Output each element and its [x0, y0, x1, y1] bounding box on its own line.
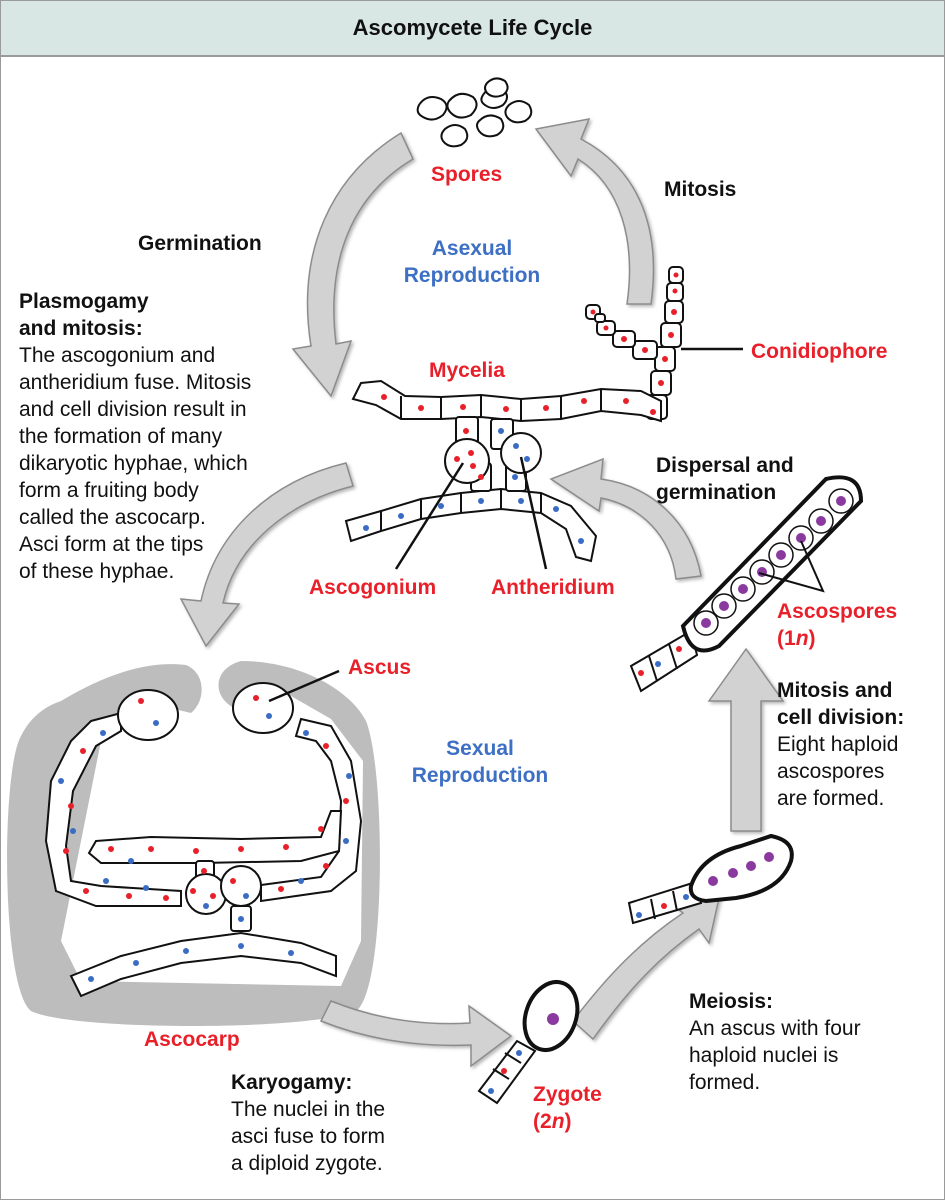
title-bar: Ascomycete Life Cycle — [1, 1, 944, 57]
mycelia-septa — [380, 389, 602, 531]
label-ascocarp: Ascocarp — [144, 1028, 240, 1051]
step-plasmogamy-text-3: the formation of many — [19, 425, 223, 448]
arrow-karyogamy — [319, 1000, 513, 1068]
step-meiosis: Meiosis: An ascus with four haploid nucl… — [689, 990, 861, 1094]
arrow-germination — [291, 131, 414, 398]
label-ascogonium: Ascogonium — [309, 576, 437, 599]
label-antheridium: Antheridium — [491, 576, 615, 599]
step-plasmogamy: Plasmogamy and mitosis: The ascogonium a… — [19, 288, 251, 585]
label-conidiophore: Conidiophore — [751, 340, 888, 363]
label-mycelia: Mycelia — [429, 359, 505, 382]
meiosis-ascus — [627, 833, 794, 925]
step-plasmogamy-text-8: of these hyphae. — [19, 560, 175, 583]
ascospores-pointer — [758, 540, 825, 593]
step-plasmogamy-text-5: form a fruiting body — [19, 479, 199, 502]
step-plasmogamy-text-1: antheridium fuse. Mitosis — [19, 371, 252, 394]
ascospore-nuclei — [701, 496, 846, 628]
step-plasmogamy-text-4: dikaryotic hyphae, which — [19, 452, 248, 475]
arrow-mitosis-division — [707, 647, 785, 832]
step-mitosis-division: Mitosis and cell division: Eight haploid… — [777, 679, 905, 810]
label-spores: Spores — [431, 163, 503, 186]
ascocarp-hyphae — [44, 682, 363, 998]
mycelia-red-nuclei — [381, 394, 656, 480]
mycelia-blue-nuclei — [363, 428, 584, 544]
mycelia — [344, 379, 662, 563]
spores-cluster — [416, 77, 533, 148]
ascus-pointer — [268, 669, 340, 703]
label-ascus: Ascus — [348, 656, 412, 679]
step-plasmogamy-text-7: Asci form at the tips — [19, 533, 204, 556]
step-plasmogamy-heading-2: and mitosis: — [19, 317, 143, 340]
step-plasmogamy-heading-1: Plasmogamy — [19, 290, 149, 313]
cycle-arrows — [179, 118, 785, 1068]
step-plasmogamy-text-2: and cell division result in — [19, 398, 247, 421]
ascocarp-body — [7, 661, 380, 1026]
zygote-cell — [477, 980, 580, 1105]
arrow-mitosis — [534, 118, 655, 305]
ascocarp-blue-nuclei — [58, 713, 352, 982]
label-ascospores: Ascospores (1n) — [777, 600, 898, 650]
arrow-dispersal — [549, 457, 702, 580]
arrow-plasmogamy — [179, 462, 354, 648]
ascogonium-pointer — [394, 462, 465, 570]
antheridium-pointer — [519, 456, 548, 570]
step-plasmogamy-text-0: The ascogonium and — [19, 344, 216, 367]
step-karyogamy: Karyogamy: The nuclei in the asci fuse t… — [231, 1071, 386, 1175]
ascocarp-red-nuclei — [63, 695, 349, 901]
label-germination: Germination — [138, 232, 262, 255]
diagram-title: Ascomycete Life Cycle — [352, 15, 593, 40]
label-mitosis: Mitosis — [664, 178, 737, 201]
step-plasmogamy-text-6: called the ascocarp. — [19, 506, 206, 529]
label-zygote: Zygote (2n) — [533, 1083, 602, 1133]
